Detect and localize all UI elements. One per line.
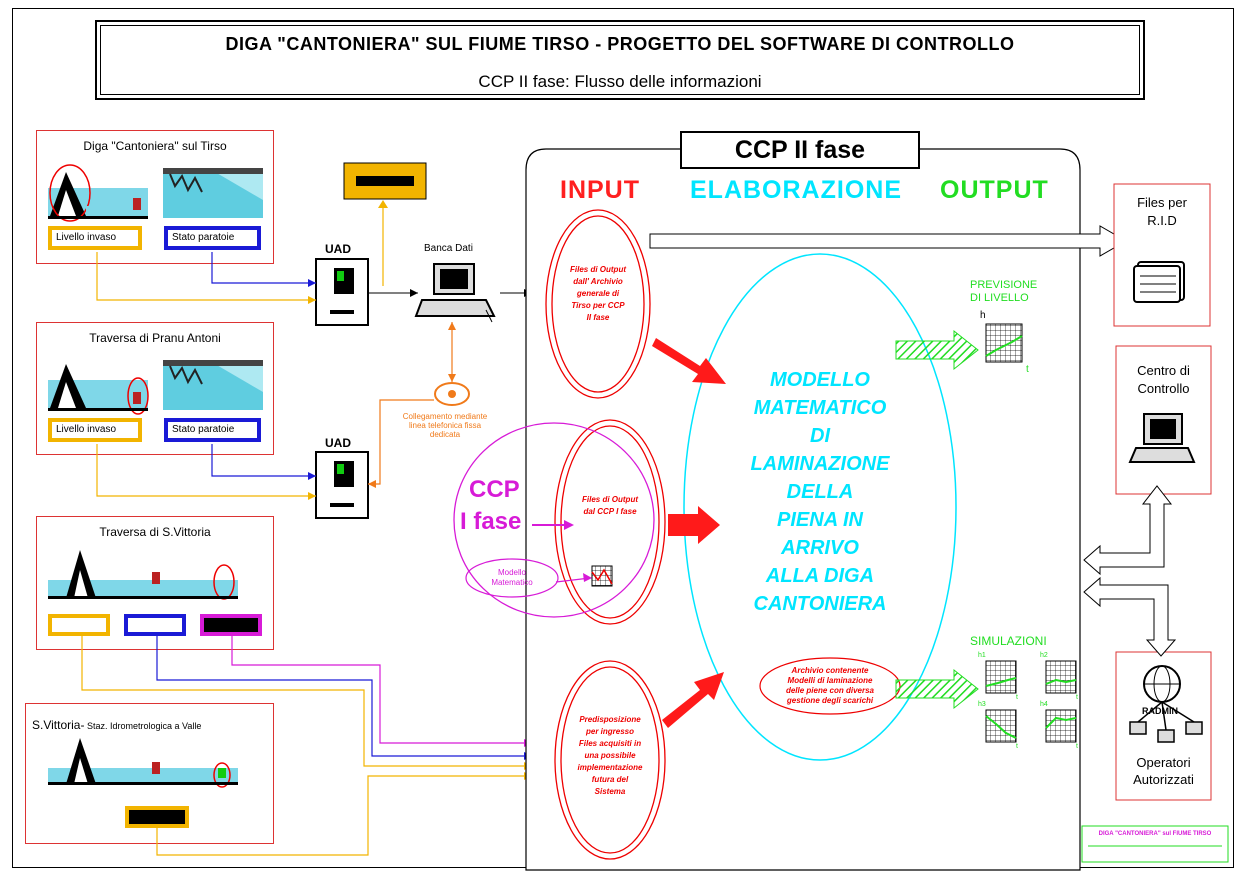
panel-title: Diga "Cantoniera" sul Tirso <box>83 139 227 153</box>
panel-title: Traversa di Pranu Antoni <box>89 331 221 345</box>
sensor-box-blue-3 <box>124 614 186 636</box>
database-computer-icon <box>414 263 496 323</box>
station-illustration-4 <box>48 738 238 788</box>
spillway-illustration-1 <box>163 168 263 218</box>
previsione-chart <box>985 323 1023 363</box>
uad-cabinet-2 <box>315 451 369 519</box>
uad-label-1: UAD <box>325 242 351 256</box>
stamp-text: DIGA "CANTONIERA" sul FIUME TIRSO <box>1098 831 1212 837</box>
arrow-operatori <box>1083 576 1177 657</box>
sensor-box-yellow-3 <box>48 614 110 636</box>
sim-label-h2: h2 <box>1040 652 1048 659</box>
gates-indicator-1: Stato paratoie <box>164 226 261 250</box>
radmin-label: RADMIN <box>1142 706 1178 716</box>
ccp1-label-b: I fase <box>460 508 522 535</box>
green-arrow-previsione <box>895 329 979 371</box>
dam-illustration-2 <box>48 364 149 415</box>
axis-h-label: h <box>980 310 986 321</box>
input-ellipse-1 <box>545 209 651 399</box>
telephone-icon <box>434 382 470 406</box>
dam-illustration-1 <box>48 164 148 222</box>
diagram-title: DIGA "CANTONIERA" SUL FIUME TIRSO - PROG… <box>225 34 1015 54</box>
axis-t-label: t <box>1026 364 1029 375</box>
panel-title: S.Vittoria- Staz. Idrometrologica a Vall… <box>32 718 202 732</box>
title-box: DIGA "CANTONIERA" SUL FIUME TIRSO - PROG… <box>95 20 1145 100</box>
level-indicator-2: Livello invaso <box>48 418 142 442</box>
level-indicator-1: Livello invaso <box>48 226 142 250</box>
control-computer-icon <box>1128 413 1196 463</box>
elaborazione-heading: ELABORAZIONE <box>690 176 902 204</box>
sensor-box-yellow-4 <box>125 806 189 828</box>
sim-axis-t-2: t <box>1076 694 1078 701</box>
arrow-centro <box>1083 485 1173 576</box>
output-heading: OUTPUT <box>940 176 1049 204</box>
operator-computers-icon <box>1129 701 1203 743</box>
model-ellipse <box>683 253 957 761</box>
red-arrows <box>652 338 726 728</box>
simulazioni-label: SIMULAZIONI <box>970 634 1047 648</box>
green-arrow-simulazioni <box>895 668 979 710</box>
banca-dati-label: Banca Dati <box>424 243 473 254</box>
sim-axis-t-3: t <box>1016 743 1018 750</box>
spillway-illustration-2 <box>163 360 263 410</box>
sim-label-h3: h3 <box>978 701 986 708</box>
panel-title: Traversa di S.Vittoria <box>99 525 211 539</box>
gates-indicator-2: Stato paratoie <box>164 418 261 442</box>
sim-label-h1: h1 <box>978 652 986 659</box>
uad-cabinet-1 <box>315 258 369 326</box>
input-heading: INPUT <box>560 176 640 204</box>
ccp1-label-a: CCP <box>469 476 520 503</box>
weir-illustration-3 <box>48 550 238 600</box>
ccp1-circle <box>453 422 655 618</box>
diagram-subtitle: CCP II fase: Flusso delle informazioni <box>478 72 762 91</box>
arrow-to-rid <box>649 225 1128 257</box>
stamp-box <box>1081 825 1229 863</box>
sim-label-h4: h4 <box>1040 701 1048 708</box>
uad-label-2: UAD <box>325 436 351 450</box>
input-ellipse-2 <box>554 419 666 625</box>
file-folder-icon <box>1133 261 1185 303</box>
sim-axis-t-1: t <box>1016 694 1018 701</box>
input-ellipse-3 <box>554 660 666 860</box>
ccp-header: CCP II fase <box>680 131 920 169</box>
simulazioni-charts <box>985 660 1077 743</box>
sensor-box-magenta-3 <box>200 614 262 636</box>
globe-icon <box>1143 665 1181 703</box>
modello-matematico-ellipse <box>465 558 559 598</box>
sim-axis-t-4: t <box>1076 743 1078 750</box>
